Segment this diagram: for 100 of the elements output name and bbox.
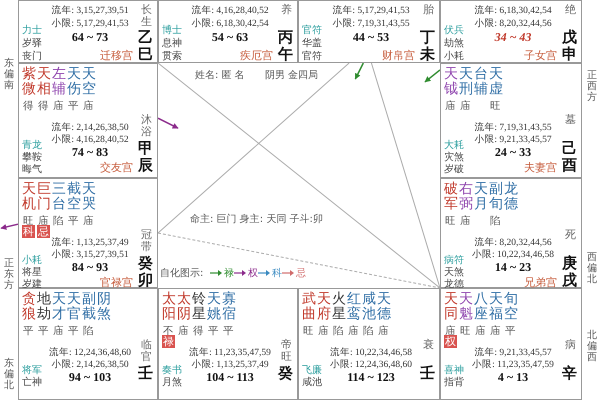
minor-limit-text: 小限: 6,18,30,42,54 bbox=[190, 17, 270, 30]
brightness-mark: 平 bbox=[505, 324, 516, 338]
stem-branch: 丙午 bbox=[278, 29, 293, 62]
transform-arrow bbox=[424, 69, 440, 82]
star-name: 铃星 bbox=[192, 292, 206, 323]
transform-arrow bbox=[158, 118, 179, 129]
star-name: 地劫 bbox=[37, 292, 51, 323]
star-name: 天钺 bbox=[444, 67, 458, 98]
spirit-name: 丧门 bbox=[22, 50, 42, 63]
star-name: 天刑 bbox=[459, 67, 473, 98]
minor-limit-text: 小限: 3,15,27,39,51 bbox=[50, 248, 130, 261]
star-name: 天月 bbox=[474, 182, 488, 213]
star-name: 天德 bbox=[377, 292, 391, 323]
brightness-mark: 陷 bbox=[83, 324, 94, 338]
star-name: 副截 bbox=[82, 292, 96, 323]
spirit-name: 晦气 bbox=[22, 163, 42, 176]
star-name: 天同 bbox=[444, 292, 458, 323]
stem-branch: 癸 bbox=[278, 365, 293, 382]
star-name: 太阳 bbox=[162, 292, 176, 323]
brightness-mark: 不 bbox=[163, 324, 174, 337]
star-name: 阴煞 bbox=[97, 292, 111, 323]
flow-year-text: 流年: 6,18,30,42,54 bbox=[473, 4, 553, 17]
brightness-mark: 得 bbox=[193, 324, 204, 338]
age-range: 14 ~ 23 bbox=[494, 260, 532, 275]
stem-branch: 壬 bbox=[138, 365, 153, 382]
spirit-name: 将星 bbox=[22, 266, 42, 278]
life-stage: 绝 bbox=[565, 4, 576, 16]
palace-name: 迁移宫 bbox=[100, 48, 133, 63]
brightness-mark: 旺 bbox=[303, 324, 314, 338]
brightness-mark: 庙 bbox=[318, 324, 329, 338]
spirit-name: 龙德 bbox=[444, 278, 464, 291]
brightness-mark: 平 bbox=[208, 324, 219, 338]
star-name: 天伤 bbox=[67, 67, 81, 98]
brightness-mark: 旺 bbox=[460, 324, 471, 338]
brightness-mark: 庙 bbox=[348, 324, 359, 338]
brightness-mark: 庙 bbox=[460, 99, 471, 113]
legend-label: 禄 bbox=[224, 266, 234, 280]
star-name: 截空 bbox=[67, 182, 81, 213]
star-name: 武曲 bbox=[302, 292, 316, 323]
spirit-name: 岁破 bbox=[444, 162, 464, 176]
spirit-name: 将军 bbox=[22, 364, 42, 376]
star-name: 天姚 bbox=[207, 292, 221, 323]
brightness-mark: 陷 bbox=[490, 214, 501, 228]
age-range: 4 ~ 13 bbox=[496, 370, 530, 385]
stem-branch: 丁未 bbox=[420, 29, 435, 62]
flow-year-text: 流年: 9,21,33,45,57 bbox=[473, 346, 553, 359]
connector-line bbox=[370, 62, 440, 288]
chart-info-text: 阴男 金四局 bbox=[265, 69, 318, 82]
spirit-name: 岁建 bbox=[22, 278, 42, 291]
flow-year-text: 流年: 7,19,31,43,55 bbox=[473, 121, 553, 134]
star-name: 副旬 bbox=[489, 182, 503, 213]
palace-cell bbox=[18, 0, 158, 63]
transform-badge: 科 bbox=[22, 225, 35, 238]
spirit-name: 大耗 bbox=[444, 138, 464, 152]
spirit-name: 劫煞 bbox=[444, 36, 464, 50]
brightness-mark: 陷 bbox=[53, 214, 64, 228]
spirit-name: 力士 bbox=[22, 24, 42, 37]
age-range: 24 ~ 33 bbox=[494, 145, 532, 160]
palace-cell bbox=[298, 0, 440, 63]
palace-cell bbox=[18, 178, 158, 288]
spirit-name: 咸池 bbox=[302, 376, 322, 389]
brightness-mark: 庙 bbox=[178, 324, 189, 338]
palace-cell bbox=[440, 178, 582, 288]
transform-badge: 禄 bbox=[162, 335, 175, 348]
brightness-mark: 庙 bbox=[445, 324, 456, 337]
legend-label: 忌 bbox=[296, 267, 306, 280]
chart-info-text: 自化图示: bbox=[160, 267, 204, 280]
spirit-name: 贯索 bbox=[162, 50, 182, 63]
spirit-name: 月煞 bbox=[162, 376, 182, 389]
flow-year-text: 流年: 4,16,28,40,52 bbox=[190, 4, 270, 17]
minor-limit-text: 小限: 9,21,33,45,57 bbox=[473, 133, 553, 146]
direction-label: 西偏北 bbox=[587, 252, 597, 285]
direction-label: 北偏西 bbox=[587, 330, 597, 363]
age-range: 74 ~ 83 bbox=[70, 145, 110, 160]
palace-name: 交友宫 bbox=[100, 160, 133, 175]
stem-branch: 庚戌 bbox=[562, 255, 577, 288]
connector-line bbox=[158, 232, 440, 288]
palace-name: 子女宫 bbox=[524, 48, 557, 63]
spirit-name: 奏书 bbox=[162, 364, 182, 377]
flow-year-text: 流年: 11,23,35,47,59 bbox=[189, 346, 271, 359]
transform-arrow bbox=[354, 62, 364, 80]
palace-cell bbox=[440, 63, 582, 178]
star-name: 左辅 bbox=[52, 67, 66, 98]
stem-branch: 甲辰 bbox=[138, 140, 153, 173]
palace-name: 兄弟宫 bbox=[524, 275, 557, 290]
star-name: 天机 bbox=[22, 182, 36, 213]
age-range: 54 ~ 63 bbox=[210, 30, 250, 45]
spirit-name: 指背 bbox=[444, 376, 464, 389]
life-stage: 帝旺 bbox=[281, 339, 292, 364]
flow-year-text: 流年: 12,24,36,48,60 bbox=[49, 346, 131, 359]
minor-limit-text: 小限: 10,22,34,46,58 bbox=[471, 248, 555, 261]
brightness-mark: 旺 bbox=[490, 99, 501, 113]
palace-cell bbox=[158, 288, 298, 400]
star-name: 台辅 bbox=[474, 67, 488, 98]
minor-limit-text: 小限: 7,19,31,43,55 bbox=[331, 17, 411, 30]
brightness-mark: 庙 bbox=[378, 324, 389, 338]
chart-info-text: 姓名: 匿 名 bbox=[195, 69, 245, 82]
life-stage: 胎 bbox=[423, 4, 434, 16]
brightness-mark: 庙 bbox=[460, 214, 471, 228]
flow-year-text: 流年: 5,17,29,41,53 bbox=[331, 4, 411, 17]
